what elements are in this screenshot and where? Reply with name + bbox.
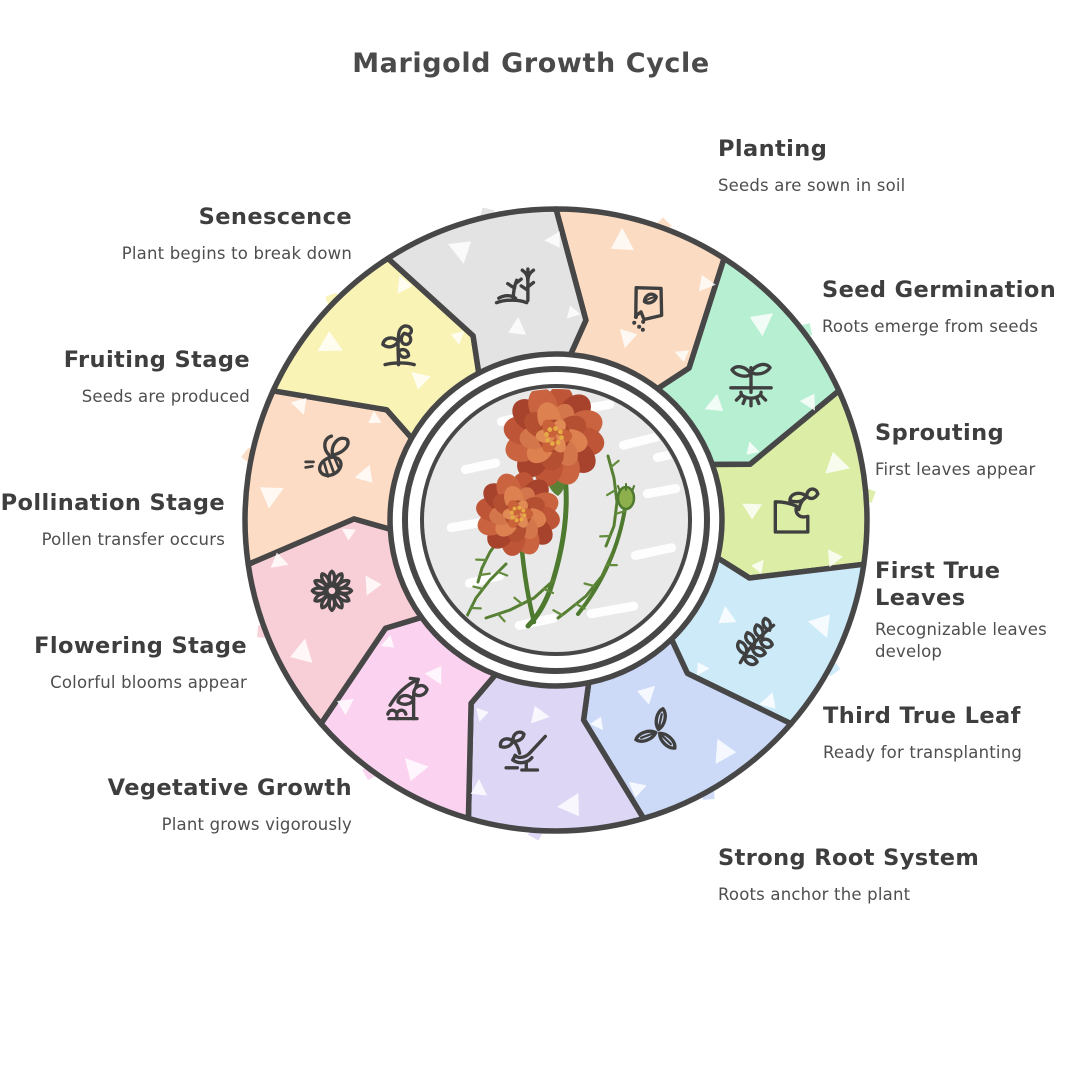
sprout-soil-icon: [773, 487, 820, 534]
marigold-flowers: [464, 389, 636, 629]
page-title: Marigold Growth Cycle: [352, 48, 710, 79]
stage-icons: [304, 267, 820, 772]
segment-sparkles: [259, 227, 851, 817]
wilting-flower-icon: [381, 324, 416, 367]
center-illustration: [446, 389, 683, 630]
wheel-segments: [242, 206, 870, 834]
bee-icon: [304, 434, 350, 478]
daisy-icon: [310, 569, 354, 613]
dead-plant-icon: [494, 267, 536, 305]
trefoil-leaves-icon: [634, 707, 677, 750]
segment-senescence: [385, 206, 589, 376]
hand-planting-icon: [498, 730, 548, 772]
seed-packet-icon: [632, 285, 664, 332]
growth-arrow-icon: [386, 676, 429, 721]
leafy-branch-icon: [736, 616, 776, 667]
seedling-roots-icon: [729, 362, 773, 408]
